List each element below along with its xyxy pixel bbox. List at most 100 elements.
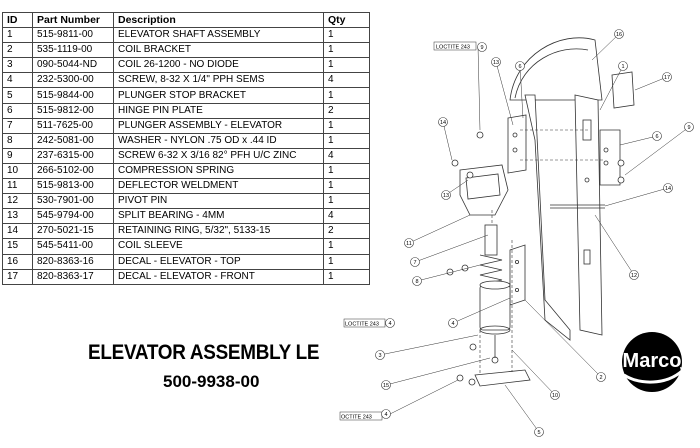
callout-number: 3 (378, 353, 381, 359)
cell-description: COIL SLEEVE (113, 238, 324, 255)
callout-circle (404, 238, 414, 248)
callout-number: 11 (406, 241, 412, 247)
callout-circle (381, 380, 391, 390)
assembly-title: ELEVATOR ASSEMBLY LE (88, 341, 320, 364)
callout-number: 16 (616, 32, 622, 38)
cell-part-number: 820-8363-17 (32, 268, 114, 285)
callout-circle (652, 131, 662, 141)
header-part-number: Part Number (32, 11, 114, 29)
loctite-labels: LOCTITE 243 LOCTITE 243 OCTITE 243 (339, 41, 477, 421)
callout-number: 9 (480, 45, 483, 51)
coil-shape (479, 284, 511, 331)
cell-id: 13 (2, 208, 33, 225)
callout: 5 (534, 427, 544, 437)
callout: 8 (412, 276, 422, 286)
cell-qty: 1 (323, 268, 370, 285)
callout: 2 (596, 372, 606, 382)
cell-part-number: 515-9844-00 (32, 87, 114, 104)
callout: 13 (441, 190, 451, 200)
cell-id: 2 (2, 42, 33, 59)
callout-circle (662, 72, 672, 82)
callout-number: 4 (388, 321, 391, 327)
cell-id: 10 (2, 162, 33, 180)
callout: 17 (662, 72, 672, 82)
hinge-plate-left (507, 114, 527, 174)
callout-circle (438, 117, 448, 127)
hood-shape (509, 37, 603, 101)
callout-number: 4 (384, 412, 387, 418)
rear-plate-shape (574, 94, 603, 336)
cell-part-number: 237-6315-00 (32, 147, 114, 164)
cell-id: 9 (2, 147, 33, 164)
cell-part-number: 242-5081-00 (32, 132, 114, 149)
cell-part-number: 545-5411-00 (32, 238, 114, 255)
callout: 14 (663, 183, 673, 193)
cell-description: ELEVATOR SHAFT ASSEMBLY (113, 27, 324, 44)
cell-id: 11 (2, 178, 33, 195)
callout: 11 (404, 238, 414, 248)
cell-part-number: 515-9811-00 (32, 27, 114, 44)
cell-description: DECAL - ELEVATOR - TOP (113, 253, 324, 270)
callout: 6 (652, 131, 662, 141)
cell-id: 15 (2, 238, 33, 255)
callout-number: 4 (451, 321, 454, 327)
cell-description: PIVOT PIN (113, 193, 324, 210)
shaft-plate-shape (524, 94, 571, 341)
cell-part-number: 515-9812-00 (32, 102, 114, 119)
callout-number: 15 (383, 383, 389, 389)
callout: 13 (491, 57, 501, 67)
plunger-stop-bracket (474, 369, 531, 387)
cell-id: 12 (2, 193, 33, 210)
cell-description: COMPRESSION SPRING (113, 162, 324, 180)
callout-circle (448, 318, 458, 328)
exploded-diagram: LOCTITE 243 LOCTITE 243 OCTITE 243 91613… (339, 29, 694, 437)
callout-circle (477, 42, 487, 52)
cell-id: 3 (2, 57, 33, 74)
cell-id: 1 (2, 27, 33, 44)
cell-description: DECAL - ELEVATOR - FRONT (113, 268, 324, 285)
cell-description: WASHER - NYLON .75 OD x .44 ID (113, 132, 324, 149)
callout-number: 7 (413, 260, 416, 266)
callout-number: 9 (687, 125, 690, 131)
cell-id: 5 (2, 87, 33, 104)
callout-circle (491, 57, 501, 67)
cell-id: 6 (2, 102, 33, 119)
callout-circle (534, 427, 544, 437)
callout-circle (629, 270, 639, 280)
cell-description: PLUNGER ASSEMBLY - ELEVATOR (113, 117, 324, 134)
cell-id: 8 (2, 132, 33, 149)
loctite-label: LOCTITE 243 (345, 322, 379, 328)
callout: 9 (684, 122, 694, 132)
cell-id: 4 (2, 72, 33, 89)
callout-number: 14 (440, 120, 446, 126)
callout-number: 10 (552, 393, 558, 399)
callout-number: 14 (665, 186, 671, 192)
cell-part-number: 530-7901-00 (32, 193, 114, 210)
callout-number: 5 (537, 430, 540, 436)
callout: 4 (448, 318, 458, 328)
callout-number: 12 (631, 273, 637, 279)
cell-part-number: 266-5102-00 (32, 162, 114, 180)
cell-description: HINGE PIN PLATE (113, 102, 324, 119)
cell-id: 7 (2, 117, 33, 134)
callout-number: 6 (518, 64, 521, 70)
callout: 14 (438, 117, 448, 127)
cell-part-number: 515-9813-00 (32, 178, 114, 195)
cell-part-number: 545-9794-00 (32, 208, 114, 225)
callout: 10 (550, 390, 560, 400)
callout: 1 (618, 61, 628, 71)
table-header-row: ID Part Number Description Qty (2, 11, 370, 29)
cell-description: COIL BRACKET (113, 42, 324, 59)
callout: 4 (385, 318, 395, 328)
cell-id: 17 (2, 268, 33, 285)
